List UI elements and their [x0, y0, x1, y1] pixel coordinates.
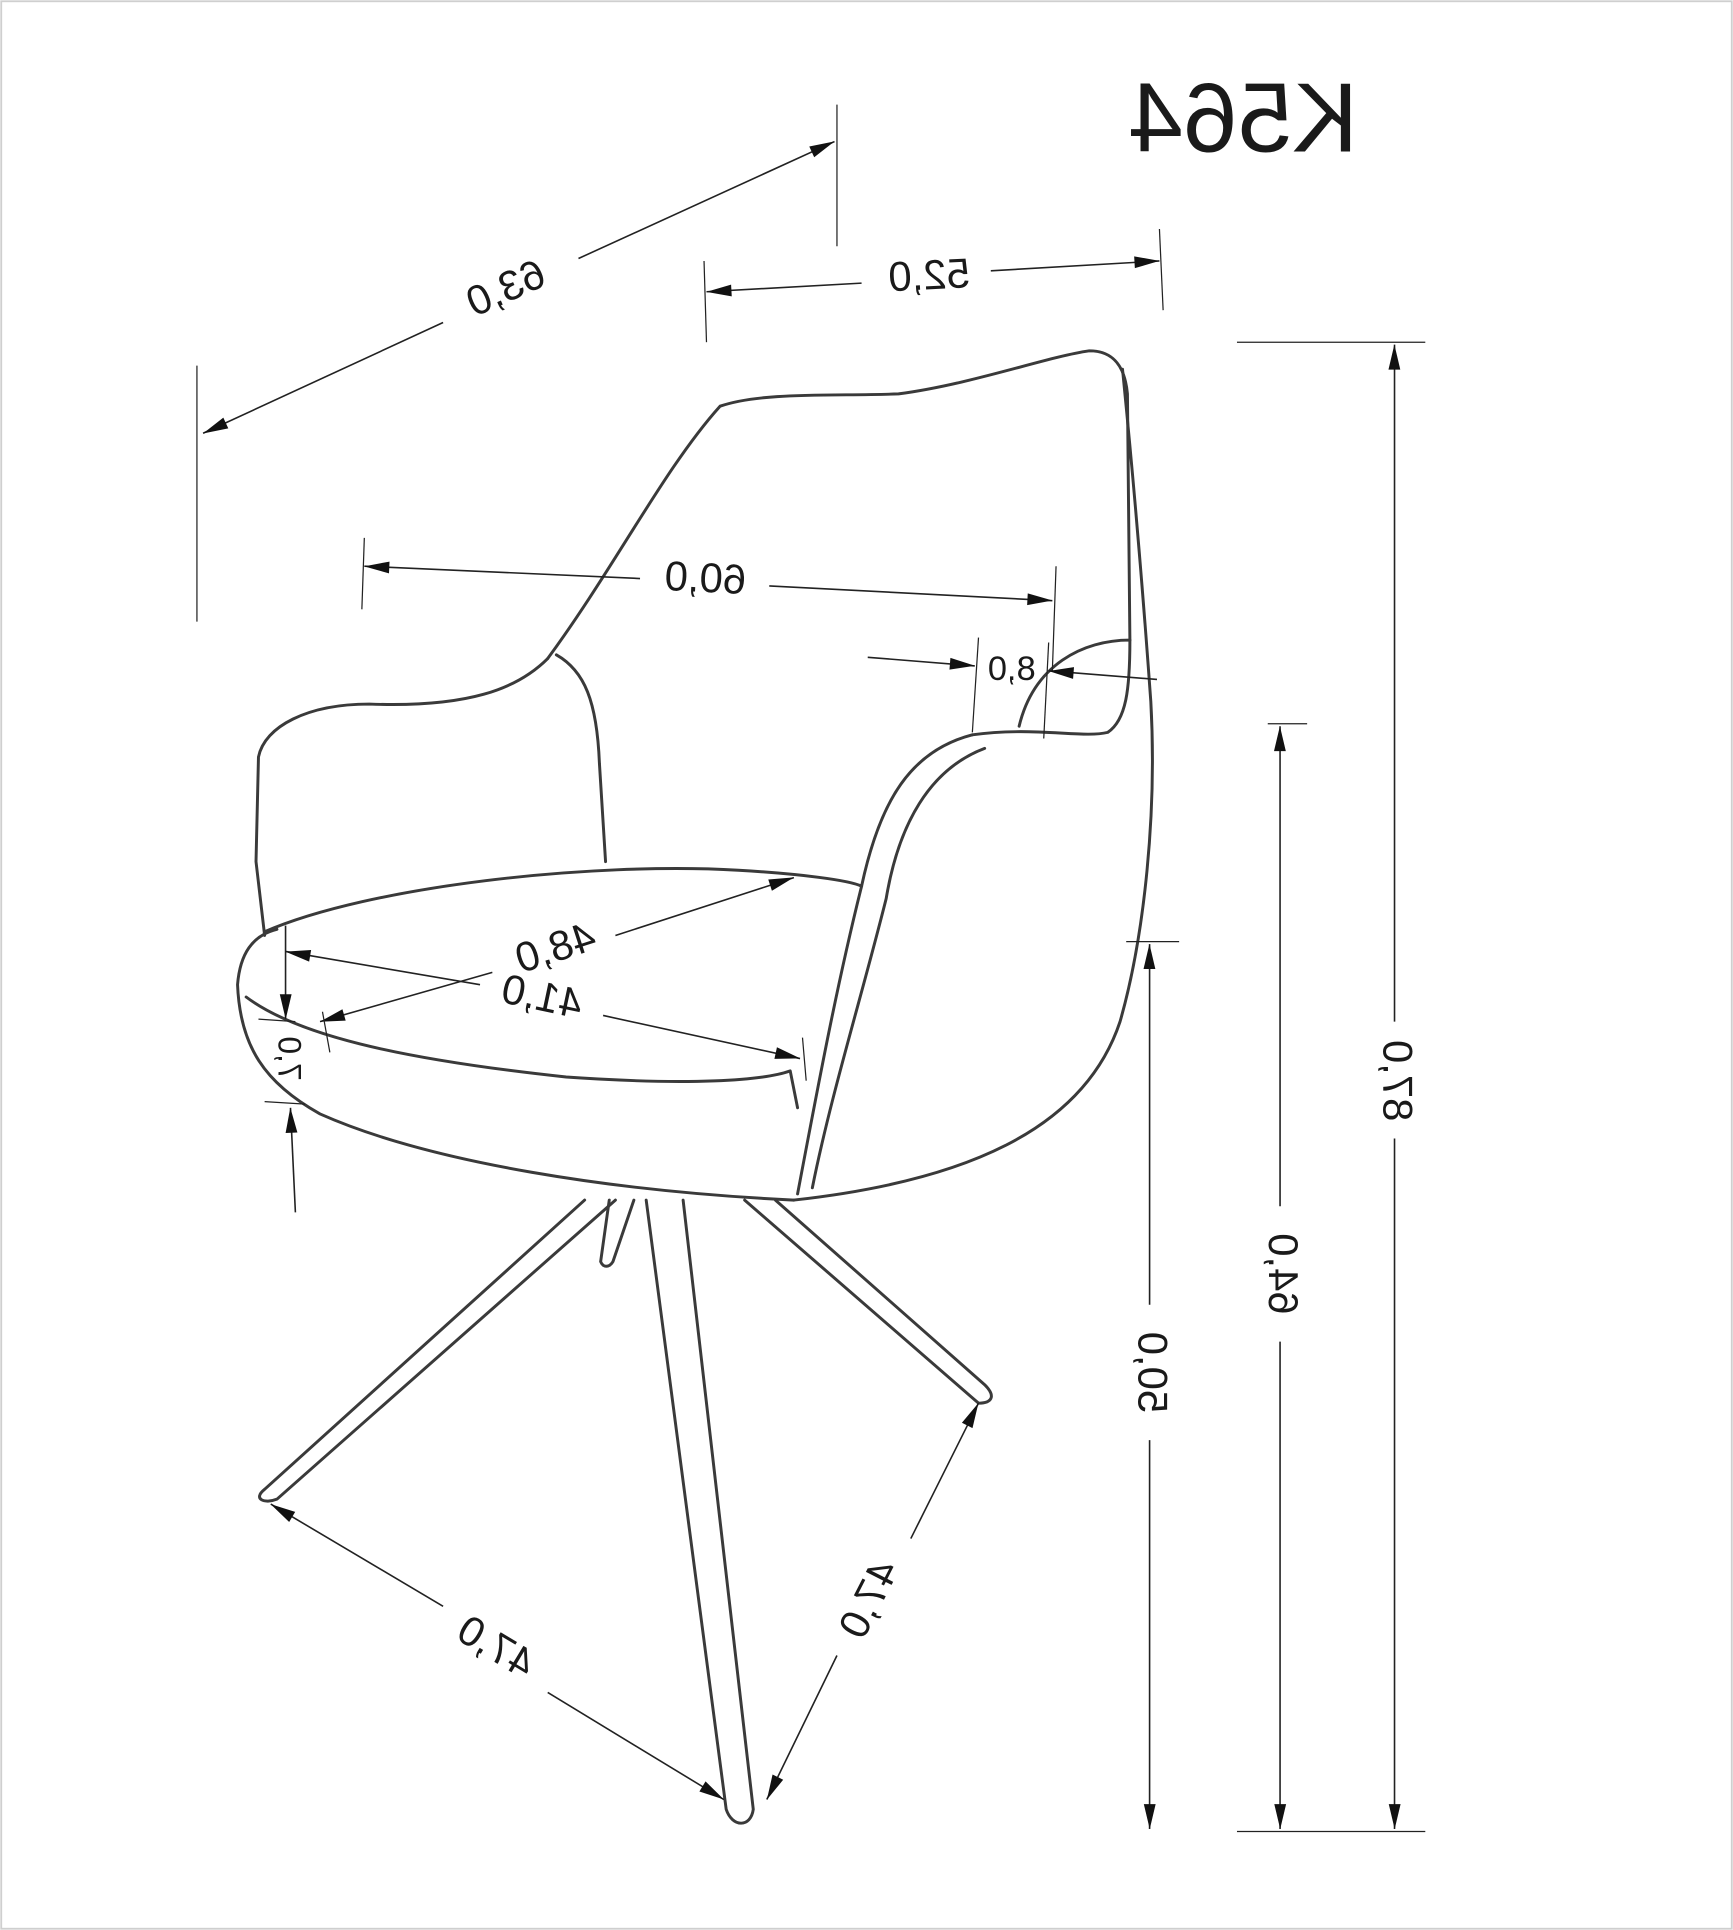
leg-front-center: [644, 1198, 755, 1825]
seat-edge: [236, 927, 796, 1202]
left-arm-inner: [554, 653, 608, 864]
leg-front-left: [258, 1198, 617, 1503]
chair-back-side: [792, 367, 1154, 1202]
model-title: K564: [1128, 63, 1358, 173]
dim-arm-width: 8,0: [988, 650, 1036, 688]
seat-front: [244, 995, 800, 1110]
right-arm-inner-2: [810, 746, 987, 1190]
left-arm: [254, 657, 550, 937]
dim-overall-width: 60,0: [664, 552, 748, 603]
dim-seat-thickness: 7,0: [271, 1036, 307, 1080]
chair-outline: [236, 349, 1154, 1825]
dim-seat-height: 50,0: [1130, 1332, 1177, 1413]
dimension-lines: [196, 104, 1426, 1833]
dim-overall-depth: 63,0: [459, 249, 552, 325]
seat-top: [263, 867, 864, 934]
dim-leg-span-right: 47,0: [829, 1552, 908, 1646]
right-arm-outer: [970, 638, 1132, 737]
leg-right: [743, 1198, 993, 1405]
dim-arm-height: 64,0: [1260, 1233, 1307, 1314]
dim-total-height: 87,0: [1374, 1040, 1421, 1121]
leg-back: [599, 1198, 636, 1268]
dim-seat-depth: 41,0: [498, 965, 587, 1028]
dim-back-width: 52,0: [887, 249, 971, 300]
dim-leg-span-left: 47,0: [450, 1605, 544, 1687]
chair-back: [546, 349, 1132, 661]
right-arm-inner: [796, 733, 974, 1196]
